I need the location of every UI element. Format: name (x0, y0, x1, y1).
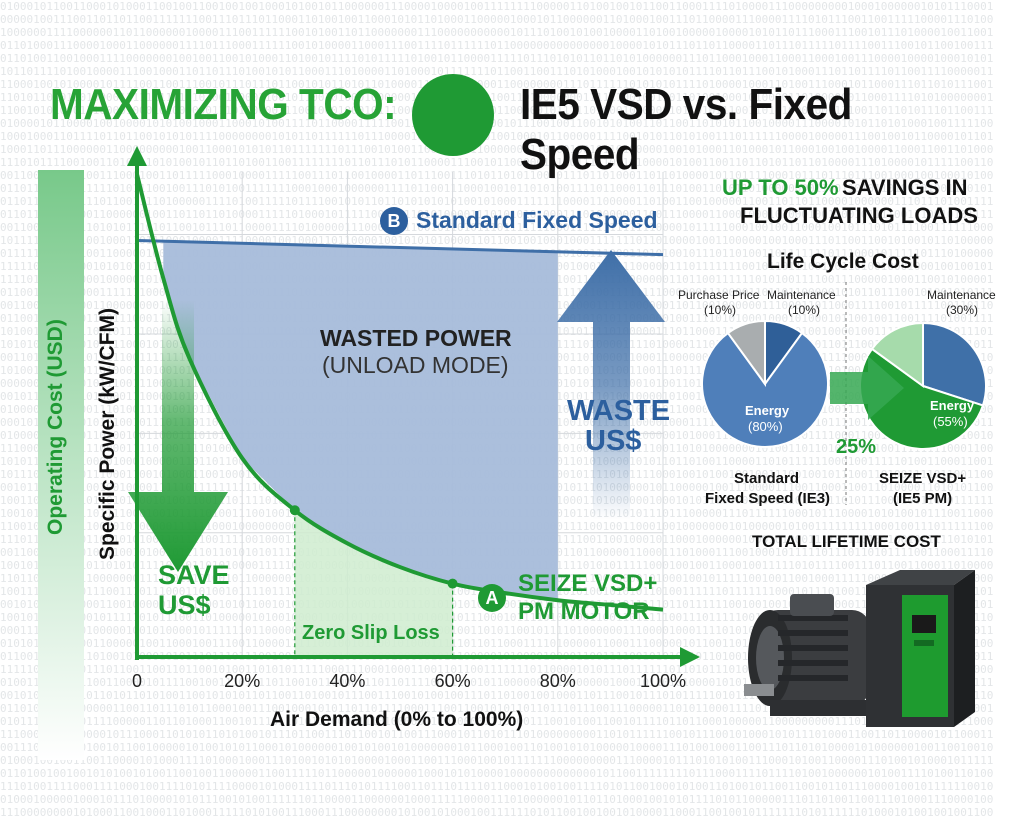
save-arrow (128, 300, 228, 572)
seize-label: SEIZE VSD+ (518, 570, 658, 597)
arrow-pct-label: 25% (836, 436, 877, 458)
title-right: IE5 VSD vs. Fixed Speed (520, 80, 852, 179)
pie1-energy-label: Energy (745, 403, 790, 418)
pie1-purchase-pct: (10%) (704, 303, 737, 317)
pie1-maint-label: Maintenance (767, 288, 836, 302)
waste-usd-label: US$ (585, 425, 642, 457)
headline-rest2: FLUCTUATING LOADS (740, 203, 978, 228)
vsd-curve (135, 173, 664, 612)
x-tick-label: 60% (435, 671, 471, 691)
zero-slip-dashes (294, 510, 454, 657)
x-tick-label: 0 (132, 671, 142, 691)
pm-motor-label: PM MOTOR (518, 598, 650, 625)
pie1-maint-pct: (10%) (788, 303, 821, 317)
x-axis-label: Air Demand (0% to 100%) (270, 708, 524, 731)
operating-cost-bar (38, 170, 84, 760)
pie2-energy-label: Energy (930, 398, 975, 413)
motor-illustration (744, 594, 870, 716)
pie-seize (859, 321, 987, 450)
vsd-highlight-point (447, 578, 458, 589)
waste-label: WASTE (567, 395, 671, 427)
pie-slice-purchase-price (726, 319, 766, 388)
x-tick-label: 100% (640, 671, 686, 691)
badge-b: B (380, 207, 408, 235)
page-title: MAXIMIZING TCO: IE5 VSD vs. Fixed Speed (50, 74, 990, 179)
zero-slip-label: Zero Slip Loss (302, 622, 440, 644)
save-usd-label: US$ (158, 590, 211, 620)
pie2-energy-pct: (55%) (933, 414, 968, 429)
headline-rest1: SAVINGS IN (842, 175, 968, 200)
badge-a: A (478, 584, 506, 612)
life-cycle-cost-title: Life Cycle Cost (767, 250, 919, 273)
wasted-power-area (163, 241, 558, 601)
pie2-maint-pct: (30%) (946, 303, 979, 317)
total-lifetime-cost-label: TOTAL LIFETIME COST (752, 532, 941, 551)
unload-mode-label: (UNLOAD MODE) (322, 352, 509, 378)
pie1-purchase-label: Purchase Price (678, 288, 760, 302)
save-label: SAVE (158, 560, 230, 590)
pie1-energy-pct: (80%) (748, 419, 783, 434)
title-green-dot (412, 74, 494, 156)
x-tick-label: 20% (224, 671, 260, 691)
pie1-name1: Standard (734, 470, 800, 487)
pie-slice-savings (870, 321, 924, 388)
y-axis-arrowhead (127, 146, 147, 166)
pie-slice-energy (701, 331, 829, 448)
standard-fixed-speed-label: Standard Fixed Speed (416, 207, 658, 233)
pie2-name2: (IE5 PM) (893, 490, 953, 507)
wasted-power-label: WASTED POWER (320, 325, 512, 351)
zero-slip-fill (294, 510, 453, 657)
waste-arrow (557, 250, 665, 520)
title-left: MAXIMIZING TCO: (50, 80, 397, 129)
headline-green: UP TO 50% (722, 175, 839, 200)
pie2-maint-label: Maintenance (927, 288, 996, 302)
x-axis-arrowhead (680, 647, 700, 667)
vsd-highlight-point (289, 505, 300, 516)
pie2-name1: SEIZE VSD+ (879, 470, 967, 487)
pie-slice-maintenance (922, 321, 987, 407)
pie-standard (701, 319, 829, 448)
standard-fixed-speed-line (136, 238, 664, 257)
x-tick-label: 40% (329, 671, 365, 691)
pie1-name2: Fixed Speed (IE3) (705, 490, 831, 507)
comparison-arrow (830, 356, 904, 420)
x-tick-label: 80% (540, 671, 576, 691)
drive-illustration (866, 570, 975, 727)
